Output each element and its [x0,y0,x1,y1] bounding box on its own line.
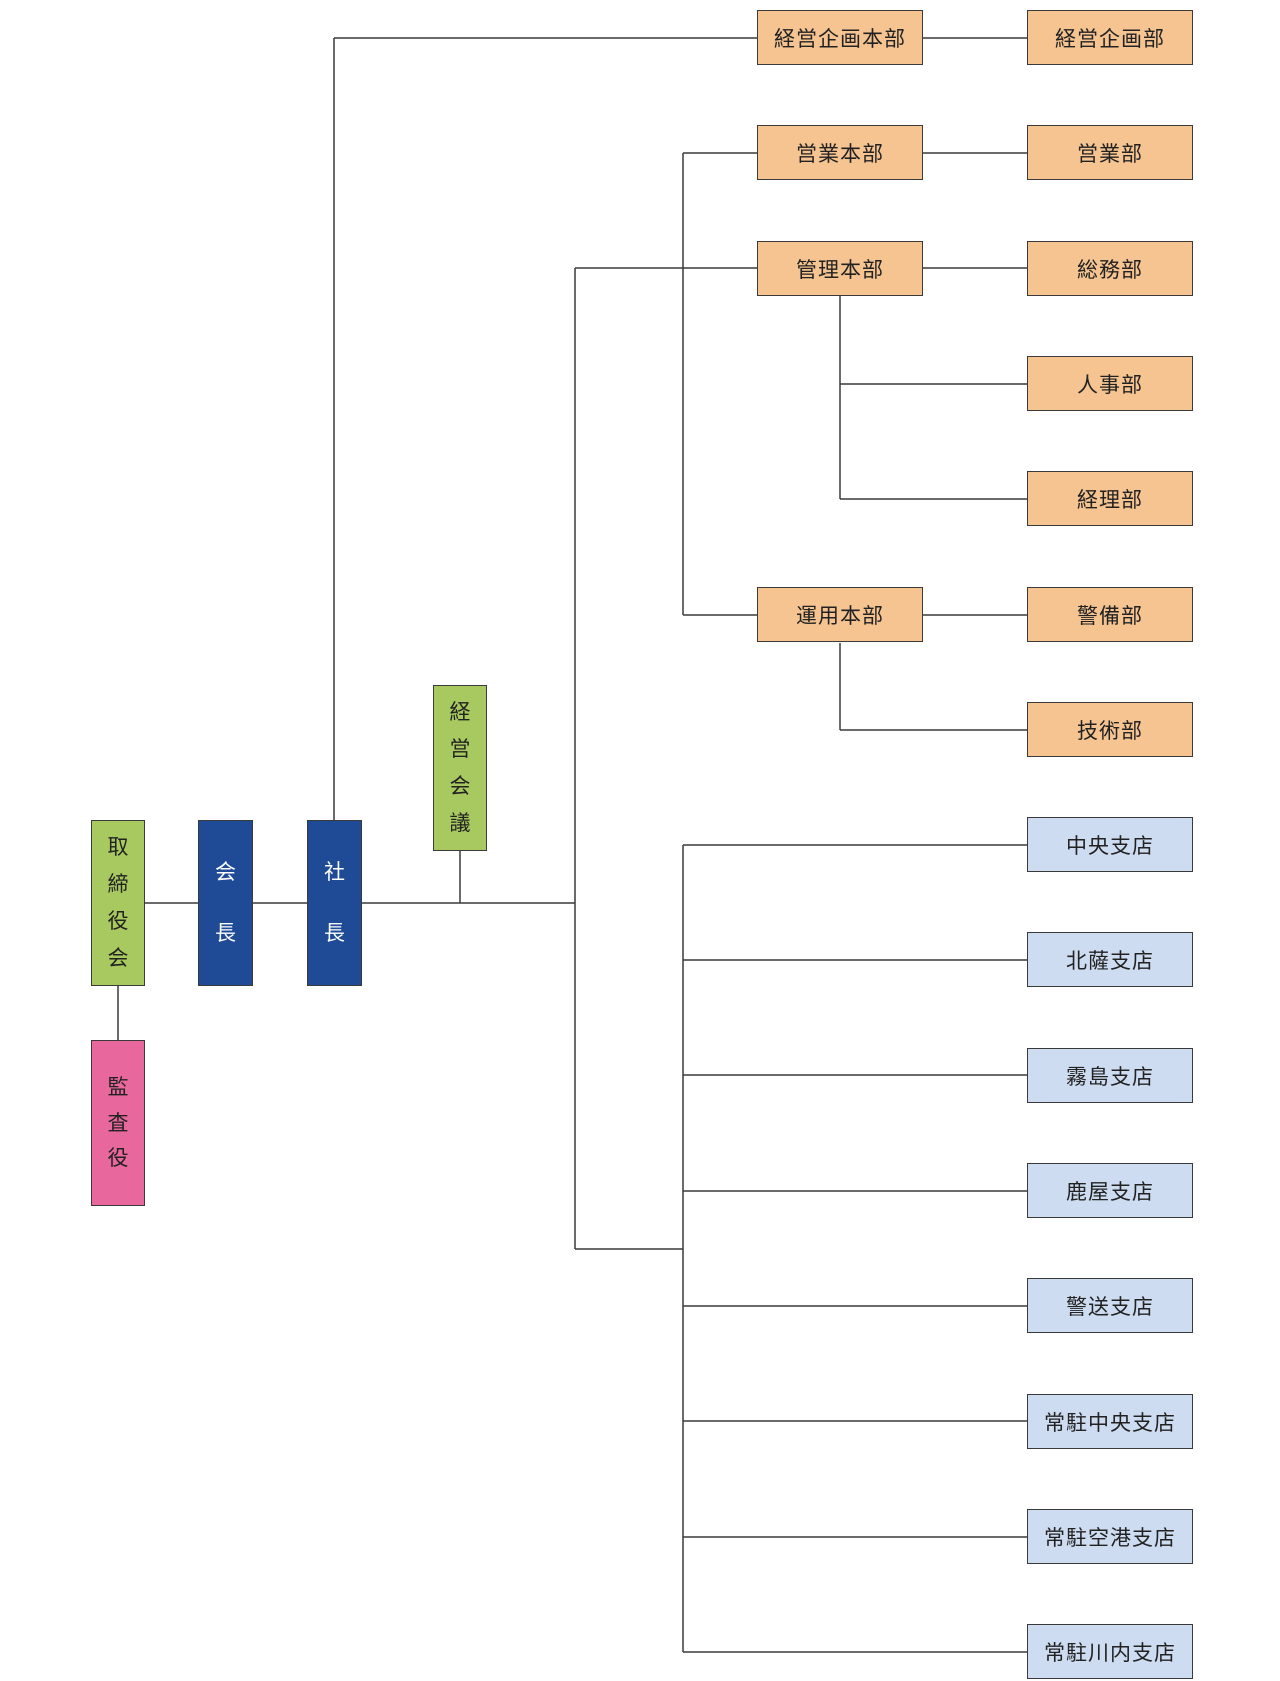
department-box-technical: 技術部 [1027,702,1193,757]
department-box-sales: 営業部 [1027,125,1193,180]
meeting-char: 経 [449,700,471,724]
branch-box: 常駐川内支店 [1027,1624,1193,1679]
branch-box: 霧島支店 [1027,1048,1193,1103]
branch-box: 常駐中央支店 [1027,1394,1193,1449]
board-char: 会 [107,946,129,970]
branch-box: 警送支店 [1027,1278,1193,1333]
board-char: 締 [107,872,129,896]
auditor-char: 査 [107,1110,129,1135]
meeting-char: 営 [449,737,471,761]
hq-box-admin: 管理本部 [757,241,923,296]
president-char: 社 [324,859,345,884]
department-box-hr: 人事部 [1027,356,1193,411]
hq-box-sales: 営業本部 [757,125,923,180]
branch-box: 鹿屋支店 [1027,1163,1193,1218]
board-char: 役 [107,909,129,933]
department-box-planning: 経営企画部 [1027,10,1193,65]
board-char: 取 [107,835,129,859]
chairman-char: 会 [215,859,236,884]
meeting-char: 議 [449,811,471,835]
chairman-box: 会 長 [198,820,253,986]
department-box-security: 警備部 [1027,587,1193,642]
president-char: 長 [324,921,345,946]
branch-box: 北薩支店 [1027,932,1193,987]
department-box-general-affairs: 総務部 [1027,241,1193,296]
president-box: 社 長 [307,820,362,986]
department-box-accounting: 経理部 [1027,471,1193,526]
branch-box: 中央支店 [1027,817,1193,872]
auditor-char: 役 [107,1145,129,1170]
auditor-char: 監 [107,1075,129,1100]
management-meeting-box: 経 営 会 議 [433,685,487,851]
hq-box-operations: 運用本部 [757,587,923,642]
auditor-box: 監 査 役 [91,1040,145,1206]
hq-box-planning: 経営企画本部 [757,10,923,65]
chairman-char: 長 [215,921,236,946]
board-of-directors-box: 取 締 役 会 [91,820,145,986]
meeting-char: 会 [449,774,471,798]
branch-box: 常駐空港支店 [1027,1509,1193,1564]
